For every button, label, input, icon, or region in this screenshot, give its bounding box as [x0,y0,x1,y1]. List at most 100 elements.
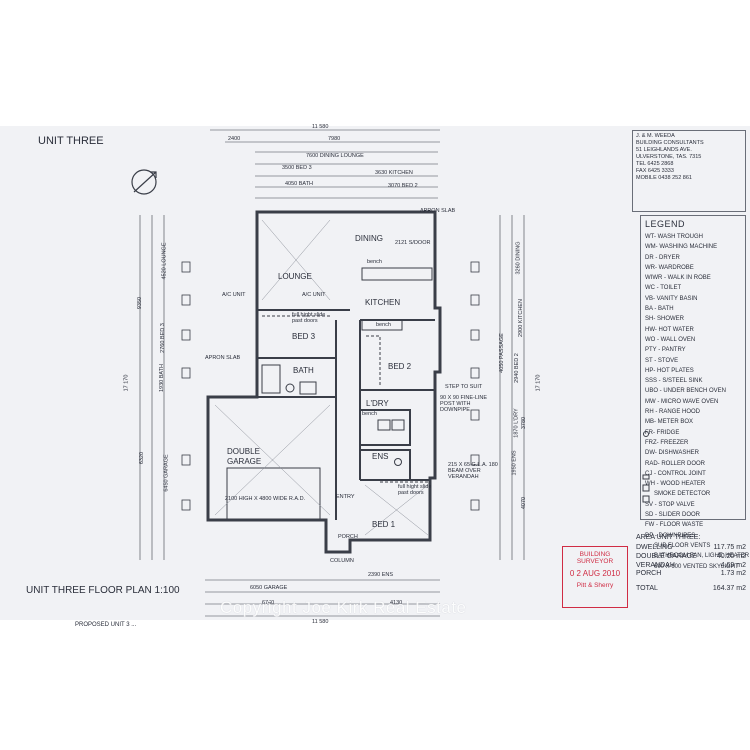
area-total-label: TOTAL [636,585,658,593]
label-column: COLUMN [330,558,354,564]
room-bed1: BED 1 [372,520,396,529]
consultant-mobile: MOBILE 0438 252 861 [636,175,692,181]
dim-top-g: 3070 BED 2 [388,183,418,189]
dim-lines-left [139,215,165,560]
consultant-fax: FAX 6425 3333 [636,168,674,174]
dim-bot-a: 6050 GARAGE [250,585,288,591]
room-garage-1: DOUBLE [227,447,260,456]
note-bench-2: bench [376,322,391,328]
dim-left-1: 4520 LOUNGE [161,242,168,280]
legend-item: BA - BATH [645,306,674,313]
kitchen-bench [361,267,433,281]
legend-item: FR- FRIDGE [645,429,680,436]
legend-item: SD - SLIDER DOOR [645,512,701,519]
dim-right-2: 2900 KITCHEN [517,299,524,337]
legend-item: SH- SHOWER [645,316,684,323]
consultant-line1: BUILDING CONSULTANTS [636,140,704,146]
room-ens: ENS [372,452,389,461]
legend-item: SSS - S/STEEL SINK [645,378,703,385]
note-ac-1: A/C UNIT [222,292,246,298]
sheet-title: UNIT THREE [38,135,104,147]
dim-bot-b: 2390 ENS [368,572,394,578]
dim-left-total: 17 170 [123,374,130,392]
area-row-value: 4.69 m2 [720,561,746,569]
legend-item: DR - DRYER [645,254,680,261]
area-total-value: 164.37 m2 [712,585,746,593]
legend-item: HW- HOT WATER [645,326,694,333]
consultant-name: J. & M. WEEDA [636,133,675,139]
area-row-value: 1.73 m2 [720,570,746,578]
legend-title: LEGEND [645,219,686,229]
dim-right-total: 17 170 [535,374,542,392]
washing-machine [391,419,405,431]
legend-item: CJ - CONTROL JOINT [645,470,706,477]
dim-right-1: 3260 DINING [515,241,522,275]
dim-right-7: 1950 ENS [511,450,518,476]
dim-bot-c: 6740 [262,600,275,606]
legend-item: SMOKE DETECTOR [654,491,711,498]
dim-right-3: 2940 BED 2 [513,353,520,383]
inner-wall-laundry [360,409,411,446]
consultant-phone: TEL 6425 2868 [636,161,674,167]
legend-item: WR- WARDROBE [645,264,694,271]
dim-left-3: 2760 BED 3 [159,323,166,353]
dim-bot-d: 4130 [390,600,403,606]
note-apron-left: APRON SLAB [205,355,241,361]
legend-item: SUB FLOOR VENTS [654,542,711,549]
dim-right-6: 3780 [521,416,528,430]
dim-right-4: 4050 PASSAGE [498,333,505,373]
note-apron-top: APRON SLAB [420,208,456,214]
dim-top-b: 7980 [328,136,341,142]
legend-item: DP - DOWNPIPES [645,532,696,539]
legend-item: DW- DISHWASHER [645,450,699,457]
legend-item: ST - STOVE [645,357,679,364]
surveyor-stamp: BUILDING SURVEYOR 0 2 AUG 2010 Pitt & Sh… [562,546,628,608]
room-lounge: LOUNGE [278,272,312,281]
north-arrow [131,169,157,195]
subfloor-vent-symbol [642,474,650,480]
dim-left-5: 6450 GARAGE [163,454,170,492]
consultant-block: J. & M. WEEDA BUILDING CONSULTANTS 51 LE… [632,130,746,212]
ens-toilet [394,458,402,466]
dim-left-6: 6320 [139,451,146,465]
vanity [299,381,317,395]
area-row-value: 40.20 m2 [716,552,746,560]
room-entry: ENTRY [336,494,355,500]
note-sdoor: 2121 S/DOOR [395,240,431,246]
room-porch: PORCH [338,534,358,540]
dim-left-4: 1930 BATH [159,363,166,393]
legend-item: UBO - UNDER BENCH OVEN [645,388,727,395]
stamp-date: 0 2 AUG 2010 [569,569,621,578]
legend-item: PTY - PANTRY [645,347,686,354]
watermark: Copyright Joe Kirk Real Estate [220,598,467,617]
legend-item: WM- WASHING MACHINE [645,244,718,251]
dim-top-f: 4050 BATH [285,181,314,187]
outer-wall [206,210,442,554]
dim-lines-bottom [205,579,440,617]
area-row: DWELLING 117.75 m2 [636,544,746,553]
ceiling-lines [214,219,429,536]
room-kitchen: KITCHEN [365,298,401,307]
note-bench-1: bench [367,259,382,265]
consultant-line2: 51 LEIGHLANDS AVE. [636,147,692,153]
legend-item: SV - STOP VALVE [645,501,695,508]
note-step: STEP TO SUIT [445,384,483,390]
legend-item: WO - WALL OVEN [645,336,696,343]
legend-item: WIWR - WALK IN ROBE [645,275,711,282]
area-row-name: DWELLING [636,544,673,551]
room-bed2: BED 2 [388,362,412,371]
area-total-row: TOTAL 164.37 m2 [636,585,746,594]
legend-item: 600 X 600 VENTED SKYLIGHT [654,563,739,570]
dim-top-total: 11 580 [312,124,329,130]
legend-item: WH - WOOD HEATER [645,481,706,488]
note-ac-2: A/C UNIT [302,292,326,298]
legend-item: RH - RANGE HOOD [645,409,701,416]
room-dining: DINING [355,234,383,243]
area-row-value: 117.75 m2 [713,544,746,551]
